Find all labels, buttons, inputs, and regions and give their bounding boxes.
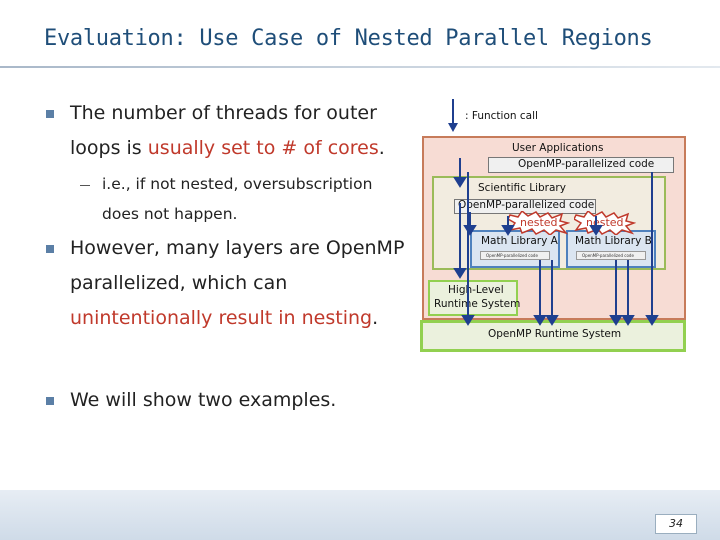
bullet-1-line-2: loops is usually set to # of cores. [70, 131, 385, 166]
user-applications-label: User Applications [512, 142, 604, 154]
bullet-square-icon [46, 110, 54, 118]
nested-burst-icon [508, 211, 570, 235]
sub-bullet-dash-icon [80, 185, 90, 186]
math-library-b [566, 230, 656, 268]
sub-bullet-1-line-2: does not happen. [102, 205, 238, 223]
bullet-2-highlight: unintentionally result in nesting [70, 307, 373, 329]
bullet-3: We will show two examples. [70, 389, 337, 411]
bullet-1-line-2-pre: loops is [70, 137, 148, 159]
legend-arrow-icon [448, 99, 458, 132]
footer-band [0, 490, 720, 540]
scilib-openmp-code-label: OpenMP-parallelized code [458, 199, 595, 211]
title-divider [0, 66, 720, 68]
bullet-1-highlight: usually set to # of cores [147, 137, 379, 159]
user-apps-openmp-code [488, 157, 674, 173]
sub-bullet-1: i.e., if not nested, oversubscription do… [102, 169, 372, 229]
nested-label-2: nested [586, 216, 624, 229]
math-library-a-label: Math Library A [481, 235, 558, 247]
nested-label-1: nested [520, 216, 558, 229]
math-b-code-box [576, 251, 646, 260]
user-apps-openmp-code-label: OpenMP-parallelized code [518, 158, 655, 170]
math-b-code-label: OpenMP-parallelized code [582, 253, 634, 258]
math-a-code-label: OpenMP-parallelized code [486, 253, 538, 258]
slide-title: Evaluation: Use Case of Nested Parallel … [44, 26, 653, 51]
page-number: 34 [655, 514, 697, 534]
bullet-2-line-3-post: . [372, 307, 379, 329]
bullet-1-line-2-post: . [378, 137, 385, 159]
high-level-runtime-label-line-2: Runtime System [434, 298, 521, 310]
math-library-b-label: Math Library B [575, 235, 652, 247]
nested-burst-icon [574, 211, 636, 235]
math-a-code-box [480, 251, 550, 260]
math-library-a [470, 230, 560, 268]
bullet-2-line-1: However, many layers are OpenMP [70, 237, 405, 259]
bullet-2-line-2: parallelized, which can [70, 272, 288, 294]
sub-bullet-1-line-1: i.e., if not nested, oversubscription [102, 175, 373, 193]
bullet-1-line-1: The number of threads for outer [70, 102, 377, 124]
bullet-square-icon [46, 245, 54, 253]
bullet-square-icon [46, 397, 54, 405]
high-level-runtime-label-line-1: High-Level [448, 284, 504, 296]
bullet-2-line-3: unintentionally result in nesting. [70, 301, 404, 336]
legend-label: : Function call [465, 110, 538, 122]
bullet-1: The number of threads for outer loops is… [70, 96, 385, 166]
bullet-2: However, many layers are OpenMP parallel… [70, 231, 404, 336]
scientific-library-label: Scientific Library [478, 182, 566, 194]
openmp-runtime-label: OpenMP Runtime System [488, 328, 622, 340]
